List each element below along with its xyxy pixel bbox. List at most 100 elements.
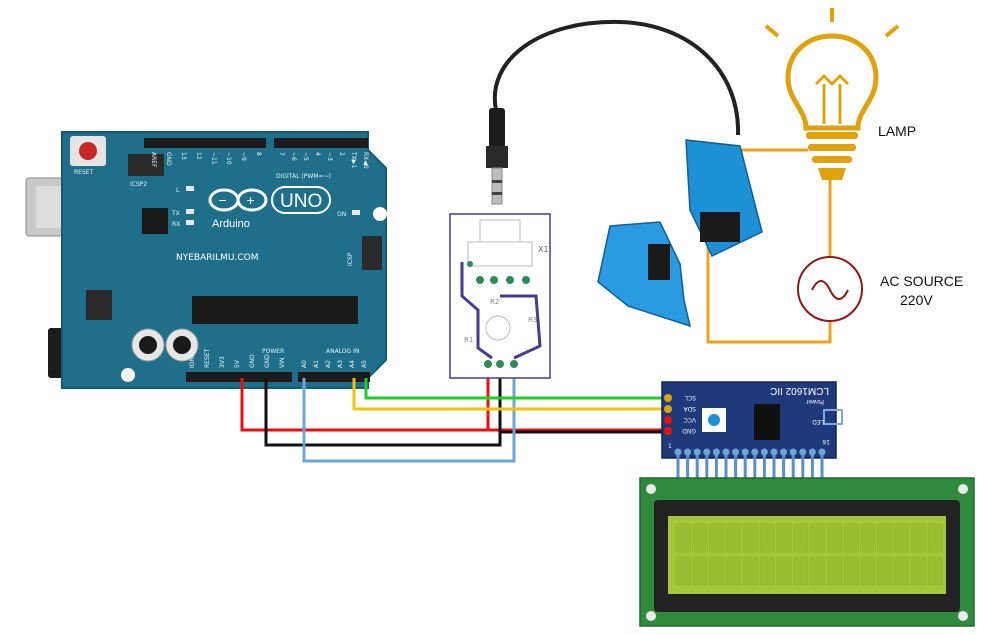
pin16-label: 16 bbox=[822, 438, 830, 445]
led-l bbox=[186, 186, 194, 191]
voltage-regulator bbox=[86, 290, 112, 320]
lamp-filament bbox=[814, 73, 850, 124]
wire-a5-to-scl bbox=[364, 378, 668, 400]
ac-voltage-label: 220V bbox=[900, 292, 933, 308]
lamp-label: LAMP bbox=[878, 123, 916, 139]
website-label: NYEBARILMU.COM bbox=[176, 253, 259, 263]
header-pin-pad bbox=[789, 448, 797, 456]
pin-label: GND bbox=[264, 354, 271, 368]
power-led-label: Power bbox=[805, 398, 824, 405]
lcd-cell bbox=[759, 523, 775, 553]
sine-wave-icon bbox=[811, 280, 849, 300]
current-clamp-sensor bbox=[597, 139, 763, 328]
i2c-backpack-pcb bbox=[661, 381, 837, 459]
arduino-logo-icon: − + bbox=[208, 188, 268, 212]
pad bbox=[476, 276, 484, 284]
pin-label: A1 bbox=[313, 360, 320, 368]
uno-badge bbox=[271, 186, 331, 214]
lcd-cell bbox=[675, 556, 691, 586]
lamp-base bbox=[808, 144, 856, 151]
header-pin-pad bbox=[674, 448, 682, 456]
backpack-pin-label: SCL bbox=[684, 394, 696, 401]
led-rx-label: RX bbox=[172, 221, 180, 228]
pin-pad-vcc bbox=[484, 360, 492, 368]
lcd-cell bbox=[709, 523, 725, 553]
ac-source-icon bbox=[797, 256, 863, 322]
backpack-title: LCM1602 IIC bbox=[770, 385, 829, 396]
pin-label: 13 bbox=[180, 152, 187, 160]
header-pin-pad bbox=[780, 448, 788, 456]
header-pin-pad bbox=[693, 448, 701, 456]
capacitor-top bbox=[139, 336, 157, 354]
pin-label: 12 bbox=[195, 152, 202, 160]
lcd-cell bbox=[726, 556, 742, 586]
jack-tip bbox=[491, 167, 503, 205]
pin-label: 5V bbox=[234, 359, 241, 368]
header-pin-pad bbox=[770, 448, 778, 456]
digital-header-left bbox=[144, 138, 266, 148]
pin-label: A4 bbox=[349, 360, 356, 368]
header-pin-pad bbox=[722, 448, 730, 456]
pin-label: GND bbox=[165, 152, 172, 166]
pin-vcc bbox=[664, 416, 672, 424]
header-pin-pad bbox=[760, 448, 768, 456]
backpack-pin-label: GND bbox=[682, 427, 696, 434]
lcd-16x2-display bbox=[639, 477, 975, 627]
led-rx bbox=[186, 220, 194, 225]
led-on bbox=[352, 210, 360, 215]
power-header-label: POWER bbox=[262, 348, 284, 355]
pcb-trace bbox=[460, 262, 493, 360]
analog-header-label: ANALOG IN bbox=[326, 348, 359, 355]
pin-label: A0 bbox=[301, 360, 308, 368]
wire-a4-to-sda bbox=[352, 378, 668, 411]
jack-socket-body bbox=[467, 241, 533, 267]
backpack-pin-label: VCC bbox=[684, 416, 696, 423]
pin-label: A5 bbox=[361, 360, 368, 368]
lcd-cell bbox=[860, 556, 876, 586]
pin-label: GND bbox=[249, 354, 256, 368]
lcd-cell bbox=[692, 556, 708, 586]
pin-label: AREF bbox=[150, 152, 157, 168]
mount-hole bbox=[373, 207, 387, 221]
audio-jack-plug bbox=[486, 19, 741, 205]
pin1-label: 1 bbox=[668, 443, 672, 450]
led-jumper bbox=[823, 409, 843, 425]
wire-a0-to-sensor bbox=[302, 368, 516, 463]
svg-text:+: + bbox=[246, 194, 255, 207]
x1-label: X1 bbox=[538, 245, 549, 254]
lcd-cell bbox=[894, 556, 910, 586]
pin-label: ~3 bbox=[326, 152, 333, 161]
potentiometer-knob bbox=[708, 414, 720, 426]
jack-ring bbox=[492, 180, 502, 183]
pin-label: 2 bbox=[338, 152, 345, 156]
led-label: LED bbox=[812, 418, 824, 425]
led-l-label: L bbox=[176, 187, 180, 194]
pin-label: 7 bbox=[278, 152, 285, 156]
lcd-cell bbox=[692, 523, 708, 553]
pin-label: ~11 bbox=[210, 152, 217, 165]
lcd-cell bbox=[726, 523, 742, 553]
clamp-core bbox=[648, 244, 670, 280]
r3-label: R3 bbox=[528, 316, 537, 324]
header-pin-pad bbox=[799, 448, 807, 456]
led-tx bbox=[186, 209, 194, 214]
lcd-mount-hole bbox=[958, 484, 968, 494]
signal-wires bbox=[240, 368, 668, 463]
icsp2-header bbox=[128, 154, 164, 176]
lamp-icon bbox=[764, 8, 900, 180]
pad bbox=[467, 261, 473, 267]
uno-label: UNO bbox=[280, 191, 322, 212]
lcd-mount-hole bbox=[958, 611, 968, 621]
jack-handle bbox=[489, 108, 505, 148]
capacitor-top bbox=[173, 336, 191, 354]
pin-label: ~6 bbox=[290, 152, 297, 161]
power-header bbox=[186, 372, 292, 382]
icsp2-label: ICSP2 bbox=[130, 181, 147, 188]
lcd-cell bbox=[894, 523, 910, 553]
header-pin-pad bbox=[684, 448, 692, 456]
